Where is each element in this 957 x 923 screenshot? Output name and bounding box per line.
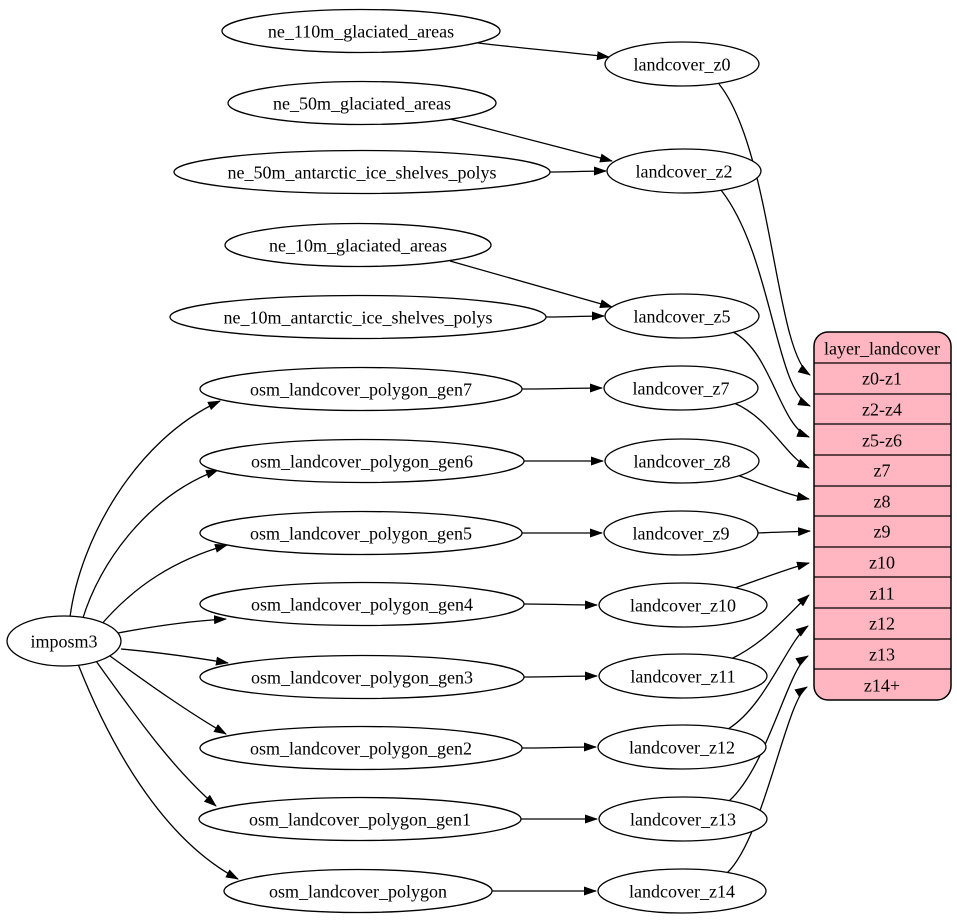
edge-ne50a-z2 <box>549 166 607 176</box>
node-label: landcover_z2 <box>636 161 733 181</box>
edge-ne50g-z2 <box>449 118 613 163</box>
node-layer: imposm3 ne_110m_glaciated_areas ne_50m_g… <box>6 8 768 914</box>
edge-z5-row2 <box>732 331 810 438</box>
node-label: osm_landcover_polygon_gen3 <box>251 667 473 687</box>
node-label: landcover_z9 <box>633 523 730 543</box>
edge-imposm3-gen2 <box>109 655 227 735</box>
node-label: landcover_z0 <box>634 54 731 74</box>
record-row-z12: z12 <box>869 613 895 633</box>
edge-z14-row10 <box>726 686 808 874</box>
node-landcover-z9: landcover_z9 <box>603 510 759 556</box>
node-ne-110m-glaciated-areas: ne_110m_glaciated_areas <box>221 8 501 54</box>
node-osm-landcover-polygon-gen5: osm_landcover_polygon_gen5 <box>199 510 523 556</box>
edge-imposm3-gen7 <box>69 400 221 618</box>
record-row-z0-z1: z0-z1 <box>862 368 902 388</box>
node-label: osm_landcover_polygon_gen2 <box>250 738 472 758</box>
edge-ne10g-z5 <box>449 260 613 308</box>
edge-z11-row7 <box>730 594 810 660</box>
edge-z0-row0 <box>718 83 811 376</box>
edge-gen7-z7 <box>521 383 603 393</box>
record-row-z9: z9 <box>874 521 891 541</box>
node-label: ne_10m_antarctic_ice_shelves_polys <box>224 307 493 327</box>
record-row-z5-z6: z5-z6 <box>862 430 902 450</box>
node-landcover-z13: landcover_z13 <box>598 796 768 842</box>
edge-imposm3-gen5 <box>99 544 228 627</box>
node-label: osm_landcover_polygon_gen6 <box>251 451 473 471</box>
node-landcover-z7: landcover_z7 <box>603 365 759 411</box>
node-ne-50m-antarctic-ice-shelves-polys: ne_50m_antarctic_ice_shelves_polys <box>173 149 551 195</box>
edge-z9-row5 <box>757 527 811 537</box>
node-label: ne_110m_glaciated_areas <box>268 21 454 41</box>
edge-z2-row1 <box>720 189 811 407</box>
node-landcover-z8: landcover_z8 <box>604 438 760 484</box>
node-imposm3-label: imposm3 <box>30 631 97 651</box>
record-row-z11: z11 <box>869 583 894 603</box>
edge-z13-row9 <box>728 655 809 802</box>
node-landcover-z14: landcover_z14 <box>597 868 767 914</box>
edge-imposm3-gen4 <box>117 615 227 634</box>
edge-z10-row6 <box>734 561 810 589</box>
node-label: landcover_z10 <box>630 595 736 615</box>
node-label: osm_landcover_polygon_gen4 <box>251 594 473 614</box>
node-osm-landcover-polygon-gen1: osm_landcover_polygon_gen1 <box>198 796 522 842</box>
record-row-z13: z13 <box>869 644 895 664</box>
node-imposm3: imposm3 <box>6 615 122 667</box>
edge-gen2-z12 <box>521 742 597 752</box>
node-osm-landcover-polygon-gen3: osm_landcover_polygon_gen3 <box>199 654 525 700</box>
node-label: osm_landcover_polygon_gen5 <box>250 523 472 543</box>
node-ne-10m-antarctic-ice-shelves-polys: ne_10m_antarctic_ice_shelves_polys <box>169 294 547 340</box>
edge-imposm3-gen3 <box>120 648 229 666</box>
edge-z7-row3 <box>733 402 810 469</box>
record-row-z14plus: z14+ <box>864 675 900 695</box>
node-label: landcover_z12 <box>629 737 735 757</box>
record-layer-landcover: layer_landcover z0-z1 z2-z4 z5-z6 z7 z8 … <box>813 331 952 701</box>
edge-imposm3-gen6 <box>81 469 219 622</box>
record-row-z7: z7 <box>874 460 891 480</box>
node-osm-landcover-polygon-gen4: osm_landcover_polygon_gen4 <box>199 581 525 627</box>
edge-ne110g-z0 <box>477 42 610 61</box>
node-landcover-z11: landcover_z11 <box>598 653 768 699</box>
node-osm-landcover-polygon: osm_landcover_polygon <box>223 868 493 914</box>
node-landcover-z12: landcover_z12 <box>597 724 767 770</box>
record-title: layer_landcover <box>824 338 940 358</box>
node-landcover-z2: landcover_z2 <box>606 148 762 194</box>
node-label: landcover_z13 <box>630 809 736 829</box>
node-landcover-z0: landcover_z0 <box>604 41 760 87</box>
node-landcover-z5: landcover_z5 <box>604 293 760 339</box>
edge-gen4-z10 <box>523 600 598 610</box>
node-osm-landcover-polygon-gen7: osm_landcover_polygon_gen7 <box>199 366 523 412</box>
record-row-z10: z10 <box>869 552 895 572</box>
record-row-z2-z4: z2-z4 <box>862 399 902 419</box>
record-row-z8: z8 <box>874 491 891 511</box>
node-label: ne_10m_glaciated_areas <box>269 235 447 255</box>
node-label: ne_50m_antarctic_ice_shelves_polys <box>228 162 497 182</box>
node-label: landcover_z7 <box>633 378 730 398</box>
node-label: osm_landcover_polygon_gen1 <box>249 809 471 829</box>
edge-ne10a-z5 <box>545 311 605 321</box>
edge-imposm3-gen1 <box>95 660 217 807</box>
node-label: landcover_z5 <box>634 306 731 326</box>
node-osm-landcover-polygon-gen6: osm_landcover_polygon_gen6 <box>199 438 525 484</box>
node-osm-landcover-polygon-gen2: osm_landcover_polygon_gen2 <box>199 725 523 771</box>
node-label: osm_landcover_polygon_gen7 <box>250 379 472 399</box>
edge-gen3-z11 <box>523 671 598 681</box>
node-label: landcover_z11 <box>630 666 735 686</box>
node-label: landcover_z14 <box>629 881 735 901</box>
node-label: landcover_z8 <box>634 451 731 471</box>
node-ne-50m-glaciated-areas: ne_50m_glaciated_areas <box>227 80 497 126</box>
node-ne-10m-glaciated-areas: ne_10m_glaciated_areas <box>224 222 492 268</box>
node-label: ne_50m_glaciated_areas <box>273 93 451 113</box>
node-landcover-z10: landcover_z10 <box>598 582 768 628</box>
edge-imposm3-polygon <box>77 663 239 880</box>
edge-z12-row8 <box>727 625 809 730</box>
edge-z8-row4 <box>736 474 810 501</box>
edge-layer <box>69 42 811 896</box>
node-label: osm_landcover_polygon <box>269 881 447 901</box>
